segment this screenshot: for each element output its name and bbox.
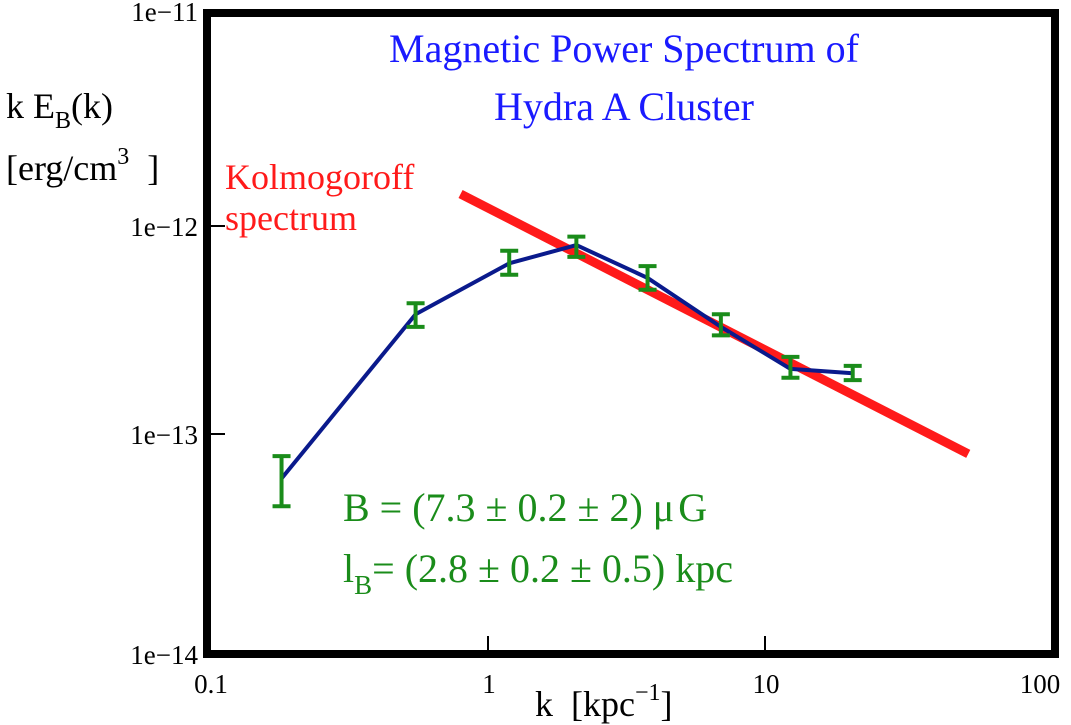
- error-bar: [500, 248, 519, 277]
- plot-frame: [203, 9, 1059, 658]
- x-tick-label-1: 1: [482, 669, 496, 699]
- y-tick-label-1e-12: 1e−12: [130, 212, 198, 242]
- kolmogoroff-label-line1: Kolmogoroff: [225, 157, 414, 197]
- x-tick-label-10: 10: [753, 669, 780, 699]
- chart-title-line1: Magnetic Power Spectrum of: [389, 26, 860, 71]
- error-bar: [843, 363, 862, 383]
- x-tick-label-0.1: 0.1: [194, 669, 228, 699]
- y-axis-label-line1: k EB(k): [6, 86, 113, 134]
- error-bar: [272, 454, 291, 509]
- error-bar: [711, 312, 730, 338]
- y-tick-label-1e-13: 1e−13: [130, 420, 198, 450]
- x-tick-label-100: 100: [1020, 669, 1061, 699]
- y-tick-label-1e-11: 1e−11: [131, 0, 198, 27]
- y-axis-label-line2: [erg/cm3 ]: [6, 144, 159, 188]
- error-bar: [781, 354, 800, 380]
- error-bar: [567, 234, 586, 259]
- y-tick-label-1e-14: 1e−14: [130, 640, 198, 670]
- kolmogoroff-label-line2: spectrum: [225, 198, 357, 238]
- x-axis-label: k [kpc−1]: [535, 680, 673, 724]
- chart-title-line2: Hydra A Cluster: [494, 84, 754, 129]
- annotation-correlation-length: lB= (2.8 ± 0.2 ± 0.5) kpc: [343, 546, 733, 600]
- error-bar: [406, 301, 425, 329]
- error-bar-layer: [272, 234, 862, 509]
- series-layer: [279, 243, 855, 480]
- series-line-0: [279, 243, 853, 480]
- error-bar: [638, 264, 657, 292]
